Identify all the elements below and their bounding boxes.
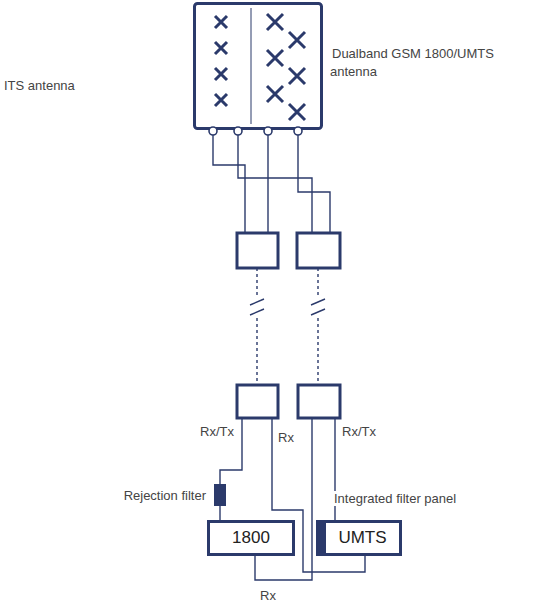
feeder-wire: [213, 134, 245, 233]
unit-label: UMTS: [338, 528, 386, 547]
umts-filter-panel: Integrated filter panelUMTS: [316, 520, 402, 556]
text-holder: UMTS: [338, 527, 386, 548]
text-holder: Rejection filter: [122, 486, 208, 504]
feeder-wire: [298, 134, 330, 233]
node-caption: Dualband GSM 1800/UMTS antenna: [330, 46, 494, 79]
unit-label: 1800: [232, 528, 270, 547]
feeder-wire: [238, 134, 312, 233]
text-holder: Dualband GSM 1800/UMTS antenna: [330, 44, 510, 81]
signal-name: Rx: [276, 430, 296, 445]
connector-box: [237, 385, 278, 418]
text-holder: 1800: [232, 527, 270, 548]
label-holder: ITS antenna: [2, 76, 77, 94]
text-holder: Integrated filter panel: [332, 489, 458, 507]
node-caption: Rejection filter: [122, 488, 208, 503]
label-holder: Rx/Tx: [340, 422, 378, 440]
rejection-filter: Rejection filter: [214, 484, 226, 506]
gsm-1800-unit: 1800: [207, 520, 295, 556]
antenna-caption: ITS antenna: [2, 78, 77, 93]
label-holder: Rx: [258, 586, 278, 604]
connector-box: [298, 385, 340, 418]
connector-box: [297, 233, 340, 268]
feeder-cable: [311, 268, 325, 385]
label-holder: Rx/Tx: [198, 422, 236, 440]
connector-box: [237, 233, 278, 268]
signal-line: [219, 506, 220, 520]
antenna-outline: [193, 2, 323, 130]
signal-name: Rx: [258, 588, 278, 603]
antenna-panel: Dualband GSM 1800/UMTS antenna: [193, 2, 323, 130]
signal-name: Rx/Tx: [340, 424, 378, 439]
feeder-wire: [267, 134, 268, 233]
signal-name: Rx/Tx: [198, 424, 236, 439]
node-caption: Integrated filter panel: [332, 491, 458, 506]
feeder-cable: [250, 268, 264, 385]
label-holder: Rx: [276, 428, 296, 446]
